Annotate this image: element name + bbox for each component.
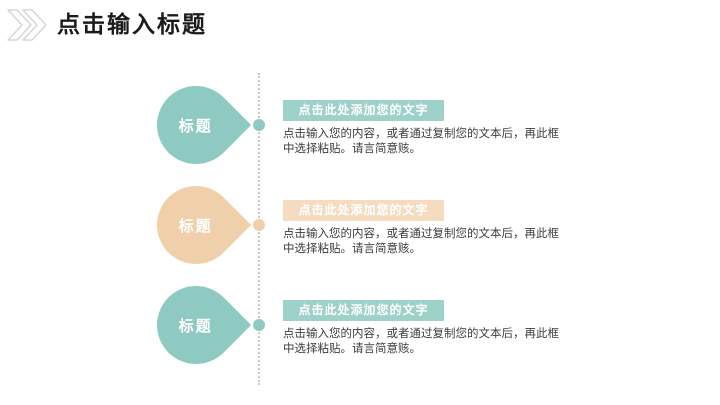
teardrop-shape[interactable]: 标题 (140, 269, 252, 381)
content-row-3: 标题 点击此处添加您的文字 点击输入您的内容，或者通过复制您的文本后，再此框中选… (0, 269, 720, 381)
teardrop-label: 标题 (178, 216, 214, 235)
timeline-node-dot (253, 319, 265, 331)
slide-title-placeholder[interactable]: 点击输入标题 (57, 12, 207, 38)
double-chevron-right-icon (7, 9, 47, 41)
section-header-bar[interactable]: 点击此处添加您的文字 (283, 200, 444, 221)
section-body-text[interactable]: 点击输入您的内容，或者通过复制您的文本后，再此框中选择粘贴。请言简意赅。 (283, 226, 559, 255)
timeline-node-dot (253, 119, 265, 131)
teardrop-shape[interactable]: 标题 (140, 169, 252, 281)
section-header-bar[interactable]: 点击此处添加您的文字 (283, 300, 444, 321)
slide-header: 点击输入标题 (6, 8, 207, 42)
content-row-1: 标题 点击此处添加您的文字 点击输入您的内容，或者通过复制您的文本后，再此框中选… (0, 69, 720, 181)
content-row-2: 标题 点击此处添加您的文字 点击输入您的内容，或者通过复制您的文本后，再此框中选… (0, 169, 720, 281)
section-header-bar[interactable]: 点击此处添加您的文字 (283, 100, 444, 121)
section-body-text[interactable]: 点击输入您的内容，或者通过复制您的文本后，再此框中选择粘贴。请言简意赅。 (283, 326, 559, 355)
teardrop-label: 标题 (178, 116, 214, 135)
teardrop-shape[interactable]: 标题 (140, 69, 252, 181)
timeline-node-dot (253, 219, 265, 231)
teardrop-label: 标题 (178, 316, 214, 335)
section-body-text[interactable]: 点击输入您的内容，或者通过复制您的文本后，再此框中选择粘贴。请言简意赅。 (283, 126, 559, 155)
